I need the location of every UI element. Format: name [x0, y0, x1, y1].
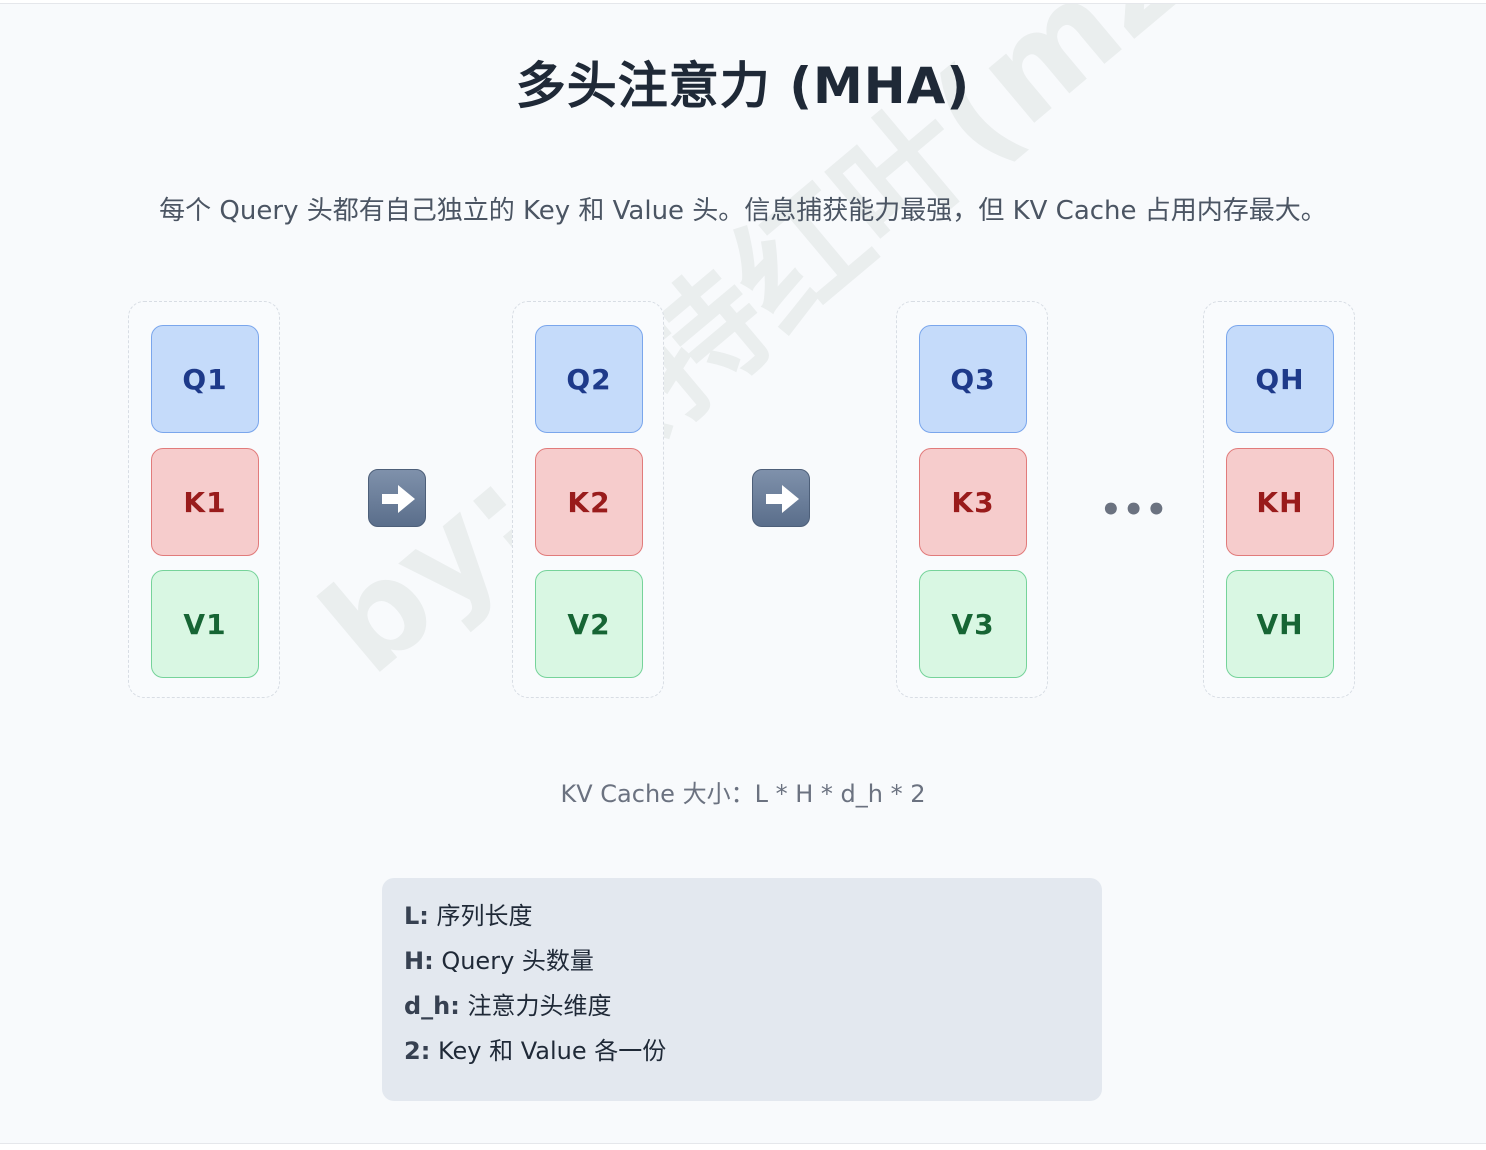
diagram-title: 多头注意力 (MHA): [515, 57, 971, 115]
attention-head-group-1: Q1 K1 V1: [128, 301, 280, 698]
legend-text: 注意力头维度: [467, 992, 612, 1020]
legend-box: L: 序列长度 H: Query 头数量 d_h: 注意力头维度 2: Key …: [382, 878, 1102, 1101]
attention-head-group-h: QH KH VH: [1203, 301, 1355, 698]
right-arrow-icon: [368, 469, 426, 527]
legend-key: H:: [404, 947, 434, 975]
legend-item: H: Query 头数量: [404, 945, 1080, 990]
query-head-box: Q3: [919, 325, 1027, 433]
diagram-canvas: by: 亲持红叶(mzc) 多头注意力 (MHA) 每个 Query 头都有自己…: [0, 3, 1486, 1144]
legend-key: d_h:: [404, 992, 460, 1020]
key-head-box: K2: [535, 448, 643, 556]
diagram-subtitle: 每个 Query 头都有自己独立的 Key 和 Value 头。信息捕获能力最强…: [159, 196, 1327, 226]
attention-head-group-2: Q2 K2 V2: [512, 301, 664, 698]
query-head-box: Q1: [151, 325, 259, 433]
key-head-box: K3: [919, 448, 1027, 556]
ellipsis: •••: [1100, 490, 1169, 530]
legend-item: 2: Key 和 Value 各一份: [404, 1035, 1080, 1080]
value-head-box: V1: [151, 570, 259, 678]
value-head-box: VH: [1226, 570, 1334, 678]
legend-item: d_h: 注意力头维度: [404, 990, 1080, 1035]
legend-item: L: 序列长度: [404, 900, 1080, 945]
query-head-box: QH: [1226, 325, 1334, 433]
kv-cache-formula: KV Cache 大小：L * H * d_h * 2: [560, 780, 926, 808]
query-head-box: Q2: [535, 325, 643, 433]
value-head-box: V2: [535, 570, 643, 678]
legend-key: 2:: [404, 1037, 431, 1065]
right-arrow-icon: [752, 469, 810, 527]
key-head-box: K1: [151, 448, 259, 556]
legend-key: L:: [404, 902, 429, 930]
legend-text: 序列长度: [436, 902, 533, 930]
key-head-box: KH: [1226, 448, 1334, 556]
value-head-box: V3: [919, 570, 1027, 678]
legend-text: Query 头数量: [441, 947, 594, 975]
legend-text: Key 和 Value 各一份: [437, 1037, 667, 1065]
attention-head-group-3: Q3 K3 V3: [896, 301, 1048, 698]
